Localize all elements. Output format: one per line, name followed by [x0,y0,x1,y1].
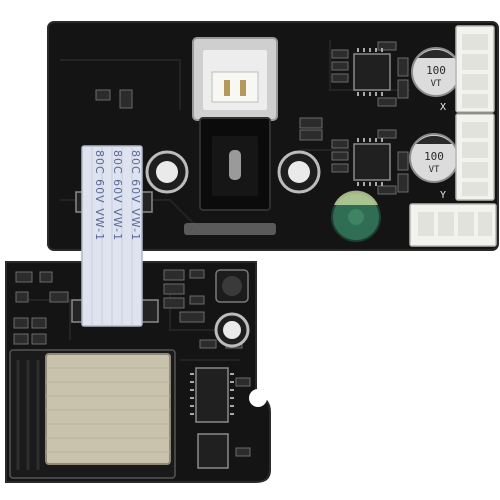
capacitor-bottom-value: 100 [424,150,444,163]
driver-chip-y [353,138,391,186]
inductor [215,269,249,303]
capacitor-top-sub: VT [431,79,442,89]
driver-chip-x [353,48,391,96]
antenna-trace [16,360,40,470]
ribbon-cable: 80C 60V VW-1 80C 60V VW-1 80C 60V VW-1 [81,145,143,327]
capacitor-top-value: 100 [426,64,446,77]
ribbon-print-3: 80C 60V VW-1 [129,150,142,241]
dc-power-jack [199,117,271,211]
capacitor-green [331,190,381,242]
ribbon-print-1: 80C 60V VW-1 [93,150,106,241]
label-y: Y [440,190,446,201]
mounting-hole-left [145,150,189,194]
mounting-notch [249,389,267,407]
mounting-hole-right [277,150,321,194]
capacitor-top: 100 VT [411,47,461,97]
driver-board: 100 VT 100 VT [47,21,499,251]
controller-board [5,261,271,483]
usb-serial-chip [190,367,234,423]
connector-x [455,25,495,113]
regulator-chip [197,433,229,469]
mounting-hole-lower [214,312,250,348]
capacitor-bottom: 100 VT [409,133,459,183]
wifi-module [9,349,176,479]
capacitor-bottom-sub: VT [429,165,440,175]
usb-b-port [192,37,278,121]
blurred-silkscreen [184,223,276,235]
ribbon-print-2: 80C 60V VW-1 [111,150,124,241]
label-x: X [440,102,446,113]
connector-bottom [409,203,497,247]
connector-y [455,113,495,201]
